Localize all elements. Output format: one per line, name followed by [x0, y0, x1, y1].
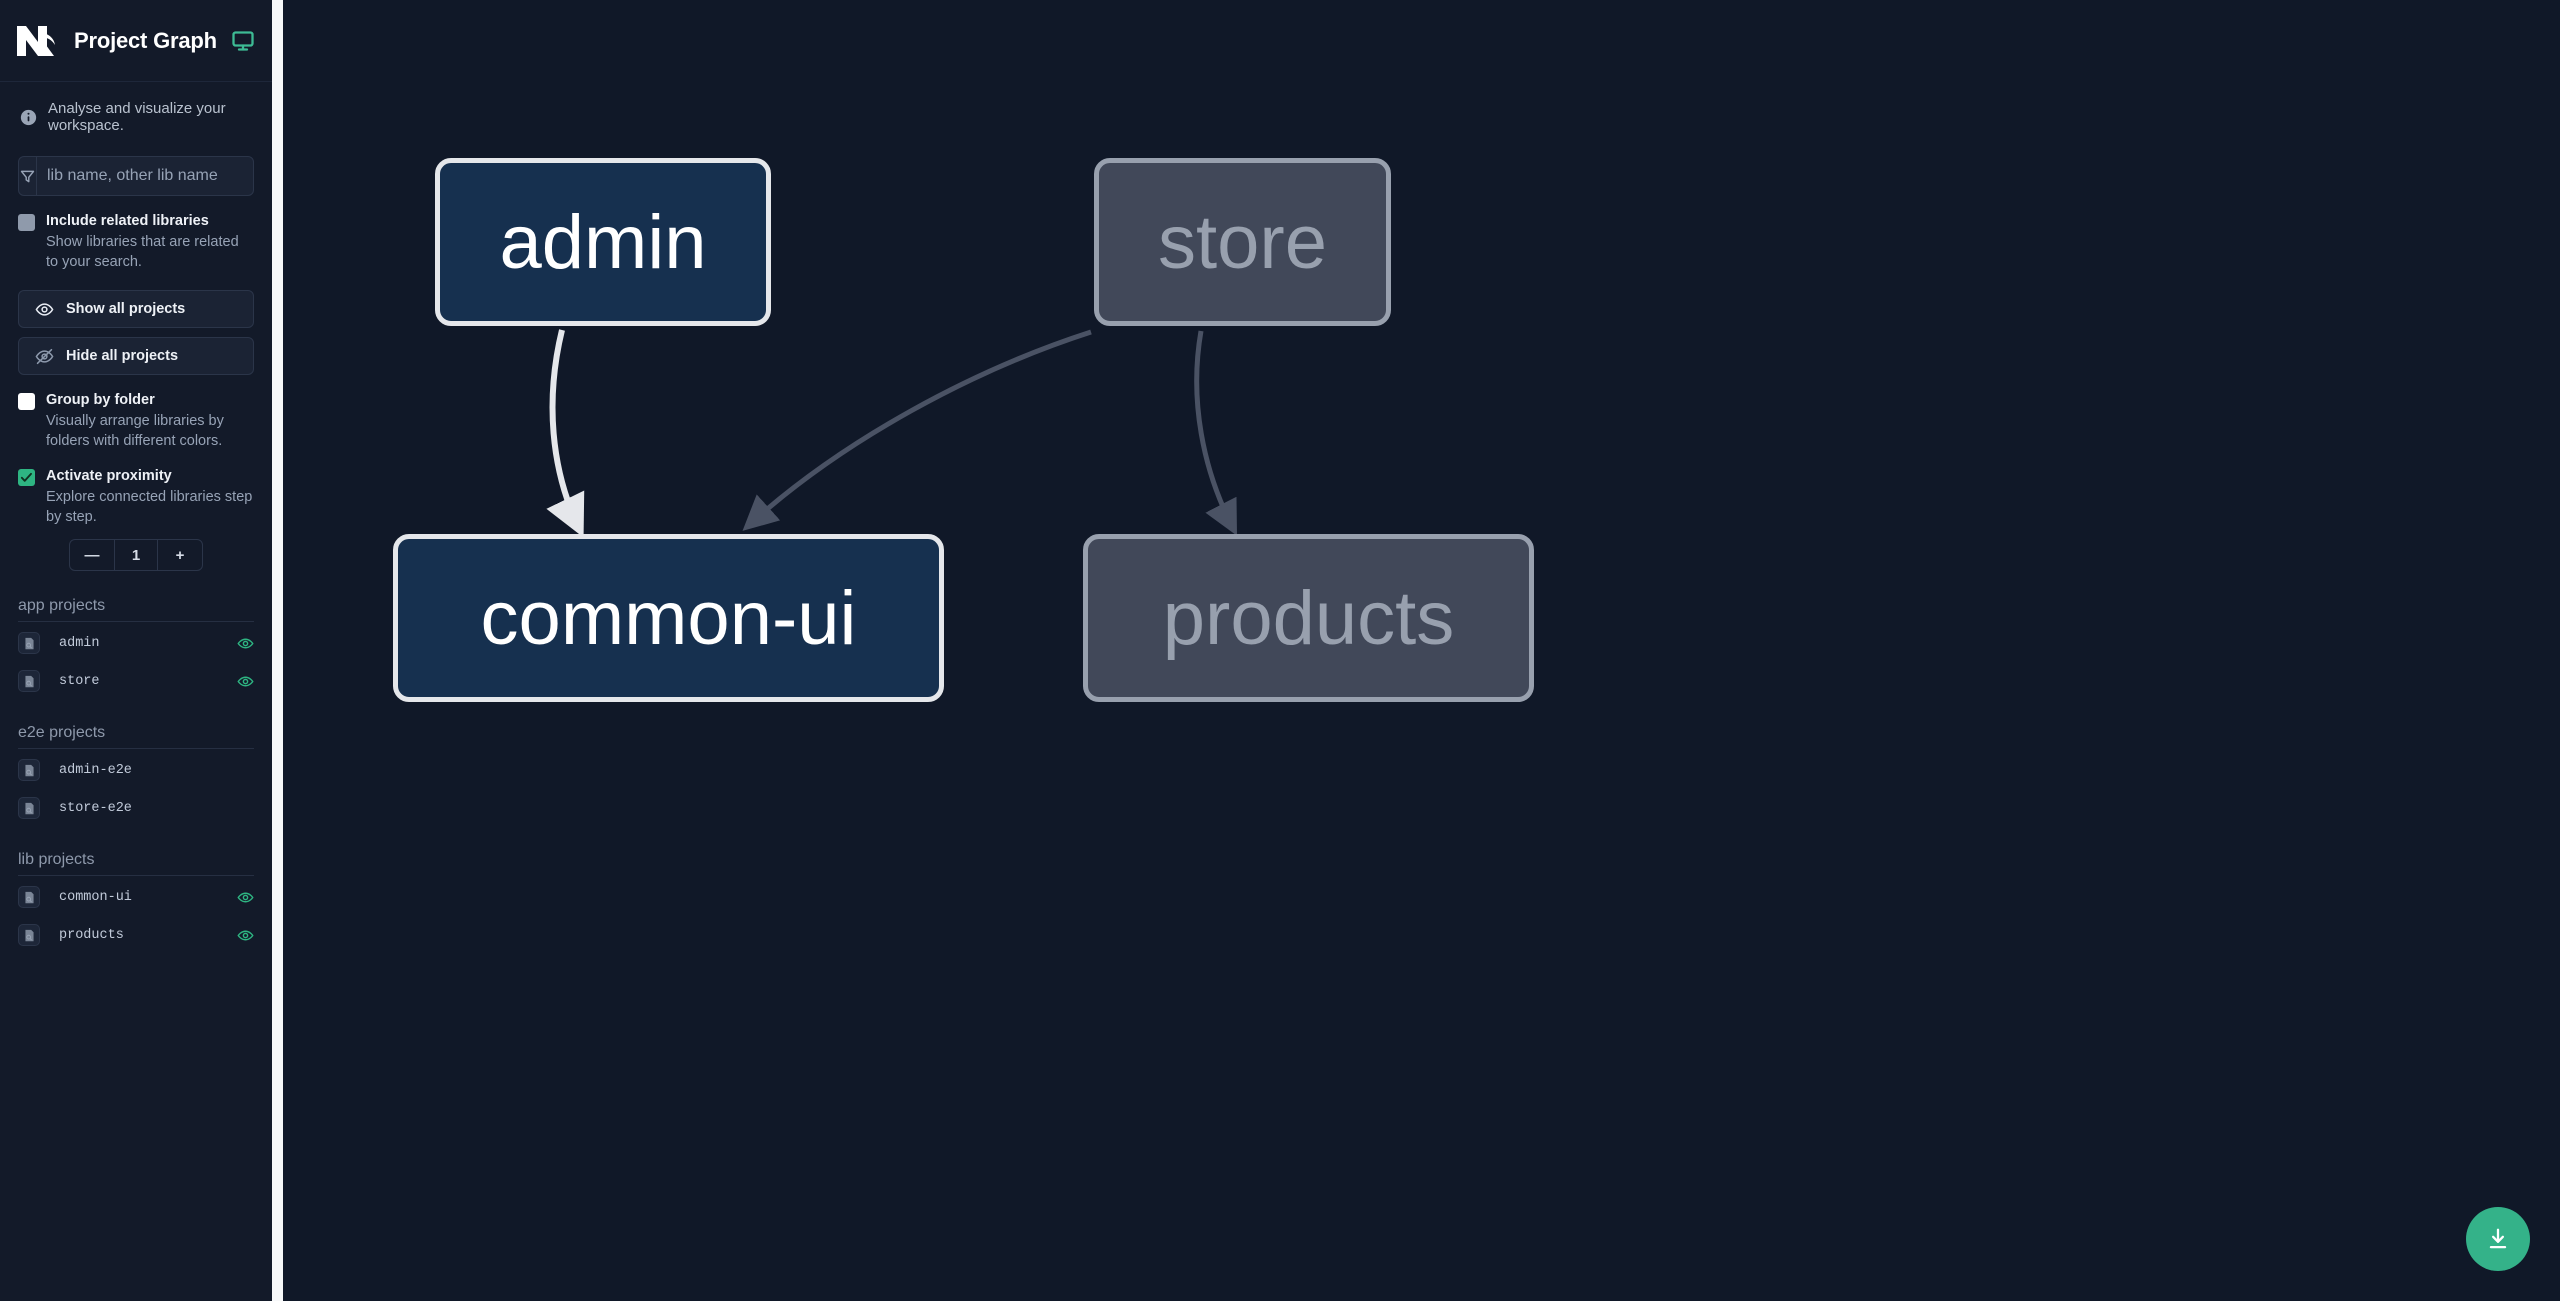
eye-off-icon — [35, 348, 54, 364]
option-title: Group by folder — [46, 392, 155, 408]
project-visibility-eye-icon[interactable] — [237, 635, 254, 652]
graph-canvas[interactable]: admin store common-ui products — [283, 0, 2560, 1301]
project-name: store-e2e — [59, 800, 132, 816]
page-title: Project Graph — [74, 27, 217, 53]
option-description: Explore connected libraries step by step… — [46, 489, 253, 525]
project-group-e2e: e2e projects admin-e2e store-e2e — [0, 724, 272, 825]
sidebar-header: Project Graph — [0, 0, 272, 82]
search-input[interactable] — [37, 167, 253, 185]
option-activate-proximity[interactable]: Activate proximity Explore connected lib… — [0, 451, 272, 527]
project-group-lib: lib projects common-ui products — [0, 851, 272, 952]
search-box[interactable] — [18, 156, 254, 196]
project-visibility-eye-icon[interactable] — [237, 673, 254, 690]
download-icon — [2489, 1228, 2507, 1249]
project-file-icon — [18, 886, 40, 908]
graph-node-common-ui[interactable]: common-ui — [393, 534, 944, 702]
project-row-products[interactable]: products — [18, 918, 254, 952]
option-group-by-folder[interactable]: Group by folder Visually arrange librari… — [0, 375, 272, 451]
project-file-icon — [18, 759, 40, 781]
graph-node-products[interactable]: products — [1083, 534, 1534, 702]
filter-icon[interactable] — [19, 157, 37, 195]
checkbox-activate-proximity[interactable] — [18, 469, 35, 486]
checkbox-include-related-libraries[interactable] — [18, 214, 35, 231]
graph-node-admin[interactable]: admin — [435, 158, 771, 326]
project-file-icon — [18, 924, 40, 946]
option-description: Visually arrange libraries by folders wi… — [46, 413, 224, 449]
info-icon — [20, 109, 37, 126]
project-row-admin-e2e[interactable]: admin-e2e — [18, 753, 254, 787]
project-group-app: app projects admin store — [0, 597, 272, 698]
project-name: common-ui — [59, 889, 132, 905]
nx-logo-icon — [14, 20, 60, 62]
option-description: Show libraries that are related to your … — [46, 234, 239, 270]
edge-admin-to-common-ui — [546, 329, 585, 538]
proximity-value: 1 — [114, 540, 158, 570]
proximity-stepper-container: — 1 + — [0, 527, 272, 571]
option-title: Activate proximity — [46, 468, 172, 484]
hide-all-projects-button[interactable]: Hide all projects — [18, 337, 254, 375]
project-name: admin-e2e — [59, 762, 132, 778]
project-row-store[interactable]: store — [18, 664, 254, 698]
sidebar-resize-handle[interactable] — [272, 0, 283, 1301]
graph-node-label: products — [1162, 575, 1455, 661]
check-icon — [20, 472, 32, 482]
proximity-decrement-button[interactable]: — — [84, 546, 100, 564]
graph-node-store[interactable]: store — [1094, 158, 1391, 326]
sidebar-buttons: Show all projects Hide all projects — [0, 272, 272, 375]
graph-node-label: common-ui — [480, 575, 857, 661]
search-container — [0, 144, 272, 196]
project-file-icon — [18, 797, 40, 819]
project-visibility-eye-icon[interactable] — [237, 889, 254, 906]
show-all-projects-button[interactable]: Show all projects — [18, 290, 254, 328]
monitor-icon[interactable] — [231, 29, 255, 53]
proximity-stepper: — 1 + — [69, 539, 203, 571]
edge-store-to-products — [1194, 330, 1238, 536]
project-row-common-ui[interactable]: common-ui — [18, 880, 254, 914]
project-group-title: e2e projects — [18, 724, 254, 749]
edge-store-to-common-ui — [742, 329, 1092, 531]
graph-node-label: admin — [499, 199, 707, 285]
project-group-title: app projects — [18, 597, 254, 622]
hide-all-projects-label: Hide all projects — [66, 348, 179, 364]
project-visibility-eye-icon[interactable] — [237, 927, 254, 944]
checkbox-group-by-folder[interactable] — [18, 393, 35, 410]
project-file-icon — [18, 670, 40, 692]
project-row-admin[interactable]: admin — [18, 626, 254, 660]
show-all-projects-label: Show all projects — [66, 301, 186, 317]
tagline: Analyse and visualize your workspace. — [0, 82, 272, 144]
option-title: Include related libraries — [46, 213, 209, 229]
project-row-store-e2e[interactable]: store-e2e — [18, 791, 254, 825]
sidebar: Project Graph Analyse and visualize your… — [0, 0, 272, 1301]
project-file-icon — [18, 632, 40, 654]
download-graph-button[interactable] — [2466, 1207, 2530, 1271]
proximity-increment-button[interactable]: + — [175, 546, 185, 564]
project-group-title: lib projects — [18, 851, 254, 876]
project-name: products — [59, 927, 124, 943]
eye-icon — [35, 302, 54, 316]
tagline-text: Analyse and visualize your workspace. — [48, 100, 226, 134]
option-include-related-libraries[interactable]: Include related libraries Show libraries… — [0, 196, 272, 272]
graph-edges — [546, 329, 1238, 538]
graph-node-label: store — [1158, 199, 1327, 285]
project-name: admin — [59, 635, 100, 651]
project-name: store — [59, 673, 100, 689]
